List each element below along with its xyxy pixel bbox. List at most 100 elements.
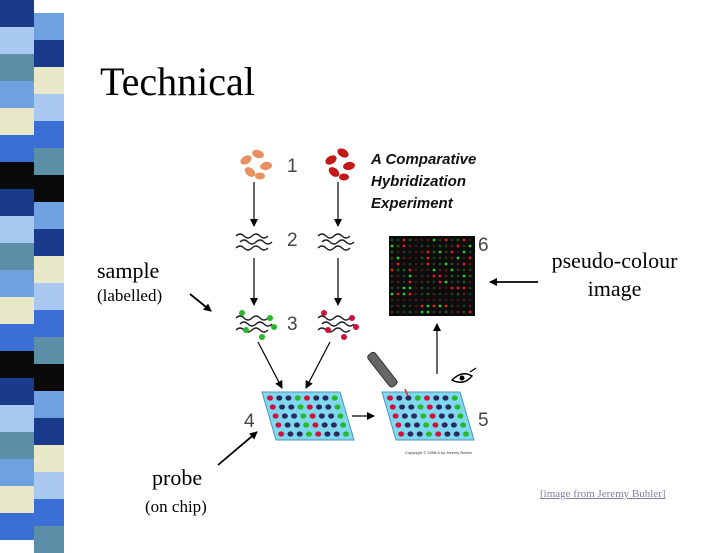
image-spot [402,286,406,290]
image-spot [420,286,424,290]
image-spot [450,310,454,314]
chip-spot [441,422,448,428]
chip-spot [279,404,286,410]
image-spot [438,256,442,260]
chip-spot [309,413,316,419]
image-spot [402,250,406,254]
image-credit-link[interactable]: [image from Jeremy Buhler] [540,488,666,500]
image-spot [420,304,424,308]
image-spot [426,256,430,260]
chip-spot [389,404,396,410]
chip-spot [387,395,393,401]
image-spot [426,310,430,314]
image-spot [468,310,472,314]
image-spot [408,268,412,272]
image-spot [414,286,418,290]
image-spot [396,256,400,260]
image-spot [408,256,412,260]
image-spot [426,298,430,302]
chip-spot [312,422,319,428]
image-spot [456,244,460,248]
image-spot [468,298,472,302]
image-spot [408,292,412,296]
arrow-sample [189,293,212,312]
image-spot [426,280,430,284]
image-spot [414,298,418,302]
image-spot [426,262,430,266]
image-spot [444,292,448,296]
image-spot [444,286,448,290]
image-spot [396,298,400,302]
label-image: image [587,276,642,301]
step-number-1: 1 [287,156,298,177]
image-spot [444,244,448,248]
image-spot [456,304,460,308]
image-spot [426,268,430,272]
image-spot [450,292,454,296]
chip-spot [435,431,442,437]
chip-spot [324,431,331,437]
image-spot [408,304,412,308]
image-spot [414,256,418,260]
figure-copyright: Copyright © 1998-6 by Jeremy Buhler [405,450,473,455]
chip-spot [306,404,313,410]
chip-spot [340,422,347,428]
chip-spot [316,404,323,410]
image-spot [468,238,472,242]
image-spot [390,298,394,302]
slide-title: Technical [100,59,255,104]
image-spot [462,250,466,254]
image-spot [396,310,400,314]
chip-spot [408,404,415,410]
image-spot [396,262,400,266]
chip-spot [334,404,341,410]
image-spot [390,268,394,272]
image-spot [456,286,460,290]
image-spot [414,250,418,254]
chip-spot [460,422,467,428]
label-sample: sample [97,258,160,283]
image-spot [462,274,466,278]
image-spot [432,268,436,272]
label-sample-sub: (labelled) [97,286,163,305]
image-spot [390,250,394,254]
chip-spot [395,422,402,428]
chip-spot [432,422,439,428]
image-spot [420,298,424,302]
image-spot [402,262,406,266]
chip-spot [420,413,427,419]
step-number-5: 5 [478,410,489,431]
image-spot [450,268,454,272]
chip-spot [267,395,273,401]
image-spot [414,304,418,308]
chip-spot [296,431,303,437]
chip-spot [453,431,460,437]
image-spot [438,298,442,302]
chip-spot [297,404,304,410]
sample-cells-left [240,149,272,180]
image-spot [432,298,436,302]
image-spot [468,286,472,290]
sample-cells-right [325,148,355,181]
label-probe: probe [152,465,203,490]
image-spot [390,244,394,248]
image-spot [462,280,466,284]
image-spot [468,274,472,278]
image-spot [456,262,460,266]
chip-spot [392,413,399,419]
chip-spot [313,395,320,401]
image-spot [420,250,424,254]
image-spot [396,238,400,242]
chip-spot [399,404,406,410]
image-spot [444,298,448,302]
chip-spot [401,413,408,419]
image-spot [462,298,466,302]
image-spot [444,262,448,266]
image-spot [438,280,442,284]
image-spot [456,292,460,296]
image-spot [408,274,412,278]
image-spot [450,298,454,302]
image-spot [408,262,412,266]
image-spot [432,280,436,284]
chip-spot [405,395,412,401]
